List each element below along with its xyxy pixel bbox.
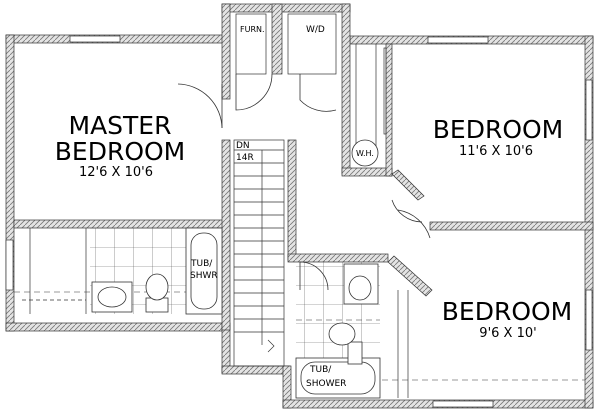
master-bedroom-title-line1: MASTER [69,111,172,140]
stairs-risers-label: 14R [236,153,254,163]
bedroom-2-title: BEDROOM [433,115,564,144]
furnace-label: FURN. [240,25,265,34]
master-tub-label-line1: TUB/ [190,259,213,269]
master-bedroom-dims: 12'6 X 10'6 [79,165,153,180]
water-heater-label: W.H. [356,149,374,158]
bedroom-2-dims: 11'6 X 10'6 [459,144,533,159]
walls [5,3,594,409]
hall-tub-label-line1: TUB/ [309,365,332,375]
master-bedroom-title-line2: BEDROOM [55,137,186,166]
bedroom-3-dims: 9'6 X 10' [479,326,536,341]
washer-dryer-label: W/D [306,25,325,35]
windows [5,35,593,408]
staircase [233,139,285,367]
master-tub-label-line2: SHWR [190,271,218,281]
bath-fixtures [91,139,381,399]
hall-tub-label-line2: SHOWER [306,379,346,389]
doors [177,73,431,291]
stairs-down-label: DN [236,141,250,151]
bedroom-3-title: BEDROOM [442,297,573,326]
